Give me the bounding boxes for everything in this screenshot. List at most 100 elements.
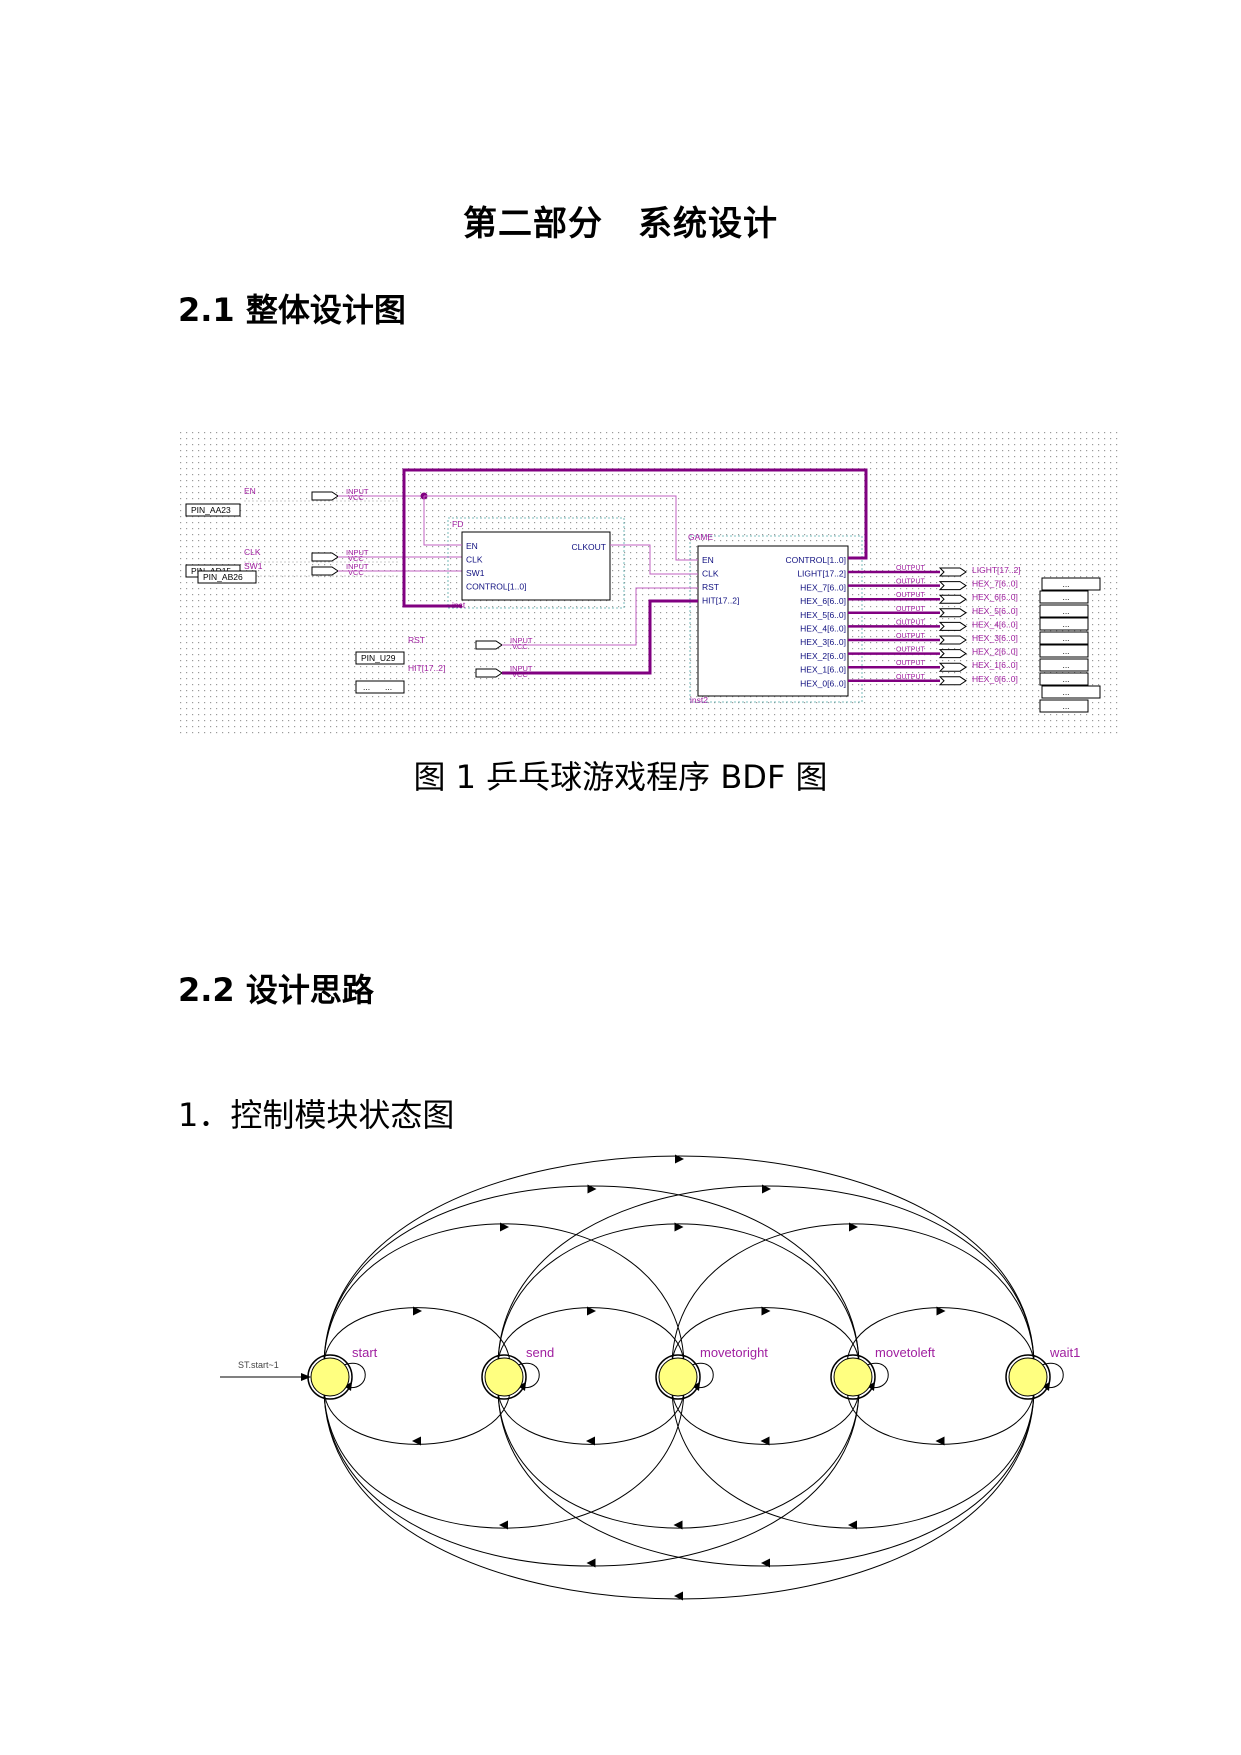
bdf-grid (178, 432, 1122, 735)
input-pin-symbol (311, 491, 339, 501)
fd-symbol-frame (447, 517, 625, 609)
output-pin-box (1039, 658, 1089, 672)
game-port-out: HEX_6[6..0] (800, 596, 846, 606)
output-pin-box-text: ... (1062, 687, 1069, 697)
transition-backward-arrow (673, 1520, 683, 1530)
pin-box-ab26-text: PIN_AB26 (203, 572, 243, 582)
state-label: start (352, 1345, 378, 1360)
pin-box-hit (355, 680, 405, 694)
output-pin-box-text: ... (1062, 660, 1069, 670)
game-symbol-frame (689, 535, 863, 703)
game-port-out: HEX_3[6..0] (800, 637, 846, 647)
transition-backward-arrow (499, 1520, 508, 1530)
en-wire-fd (423, 496, 462, 546)
state-node (310, 1357, 350, 1397)
output-signal-label: HEX_2[6..0] (972, 647, 1018, 657)
transition-forward-arrow (587, 1184, 597, 1194)
input-type-label: INPUT (346, 562, 369, 571)
fd-port-out: CLKOUT (572, 542, 606, 552)
self-loop (866, 1362, 889, 1389)
game-port-out: HEX_7[6..0] (800, 582, 846, 592)
output-pin-box-text: ... (1062, 606, 1069, 616)
self-loop-arrow (692, 1382, 700, 1391)
transition-backward-arrow (935, 1436, 945, 1446)
transition-backward (671, 1390, 1035, 1529)
output-pin-symbol (938, 676, 967, 686)
transition-backward-arrow (760, 1436, 770, 1446)
bottom-input-pin-symbol (475, 640, 503, 650)
transition-backward (497, 1390, 1035, 1567)
output-pin-box (1039, 631, 1089, 645)
output-pin-box-text: ... (1062, 674, 1069, 684)
output-pin-box (1039, 672, 1089, 686)
control-bus (402, 468, 868, 608)
state-outer-ring (1005, 1354, 1051, 1400)
input-pin-symbol (311, 552, 339, 562)
state-outer-ring (481, 1354, 527, 1400)
output-signal-label: HEX_7[6..0] (972, 579, 1018, 589)
output-pin-box-text: ... (1062, 619, 1069, 629)
transition-backward (497, 1390, 685, 1445)
game-port-out: HEX_4[6..0] (800, 624, 846, 634)
output-pin-symbol (938, 662, 967, 672)
state-outer-ring (307, 1354, 353, 1400)
section-heading-2-1: 2.1 整体设计图 (178, 291, 406, 329)
output-pin-box-text: ... (1062, 592, 1069, 602)
transition-forward (323, 1185, 860, 1364)
en-junction (420, 492, 428, 500)
transition-backward (323, 1390, 860, 1567)
subsection-heading-1: 1．控制模块状态图 (178, 1096, 455, 1134)
game-port-in: HIT[17..2] (702, 596, 739, 606)
transition-backward-arrow (412, 1436, 421, 1446)
pin-box-u29 (355, 651, 405, 665)
input-pin-symbol (311, 566, 339, 576)
game-port-out: CONTROL[1..0] (786, 555, 846, 565)
transition-forward-arrow (675, 1154, 684, 1164)
transition-forward-arrow (587, 1306, 596, 1316)
transition-forward (323, 1155, 1035, 1364)
state-label: movetoleft (875, 1345, 935, 1360)
output-pin-symbol (938, 581, 967, 591)
transition-forward-arrow (413, 1306, 422, 1316)
input-type-label: INPUT (346, 548, 369, 557)
output-type-label: OUTPUT (896, 633, 926, 640)
transition-forward (497, 1185, 1035, 1364)
output-type-label: OUTPUT (896, 647, 926, 654)
output-pin-symbol (938, 649, 967, 659)
input-signal-label: SW1 (244, 561, 263, 571)
transition-backward (846, 1390, 1035, 1445)
output-signal-label: HEX_1[6..0] (972, 660, 1018, 670)
fd-block (461, 531, 611, 601)
output-type-label: OUTPUT (896, 565, 926, 572)
output-type-label: OUTPUT (896, 606, 926, 613)
section-heading-2-2: 2.2 设计思路 (178, 971, 374, 1009)
output-pin-box (1041, 685, 1101, 699)
initial-transition-label: ST.start~1 (238, 1360, 279, 1370)
self-loop (1041, 1362, 1064, 1389)
transition-backward (323, 1390, 511, 1445)
transition-forward-arrow (849, 1222, 858, 1232)
pin-box-ad15 (185, 564, 241, 578)
state-label: wait1 (1049, 1345, 1080, 1360)
output-type-label: OUTPUT (896, 674, 926, 681)
output-pin-symbol (938, 608, 967, 618)
bottom-input-type-label: INPUT (510, 664, 533, 673)
bottom-input-type-label: INPUT (510, 636, 533, 645)
pin-box-hit-text: ... (363, 682, 370, 692)
transition-backward-arrow (761, 1558, 770, 1568)
state-outer-ring (655, 1354, 701, 1400)
state-node (484, 1357, 524, 1397)
en-wire-game (424, 495, 698, 561)
self-loop (343, 1362, 366, 1389)
fd-port-in: SW1 (466, 568, 485, 578)
self-loop (691, 1362, 714, 1389)
game-port-out: HEX_1[6..0] (800, 665, 846, 675)
bottom-vcc-label: VCC (512, 642, 528, 651)
self-loop (517, 1362, 540, 1389)
transition-forward (846, 1307, 1035, 1364)
pin-box-hit-extra: ... (385, 682, 392, 692)
fd-inst-label: inst (452, 600, 466, 610)
vcc-label: VCC (348, 568, 364, 577)
clkout-wire (610, 544, 698, 575)
